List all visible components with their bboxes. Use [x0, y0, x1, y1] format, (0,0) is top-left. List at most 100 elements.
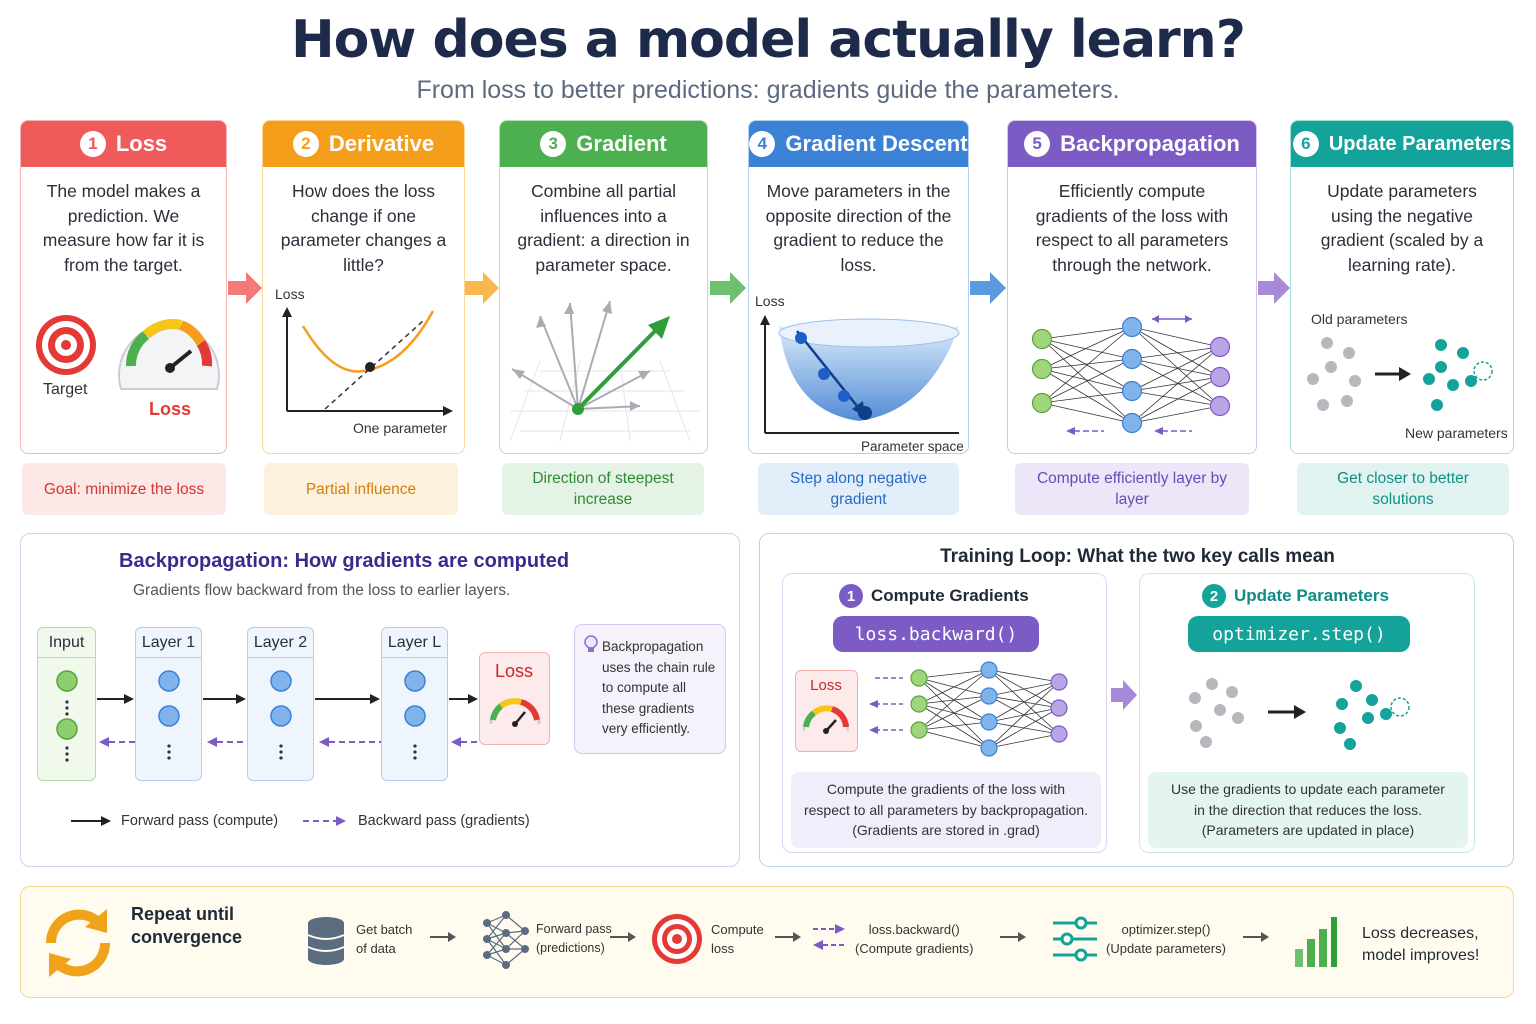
new-parameters-label: New parameters [1405, 425, 1508, 441]
legend-backward-label: Backward pass (gradients) [358, 813, 530, 829]
pill-gradient: Direction of steepest increase [502, 463, 704, 515]
network-node [1050, 725, 1068, 743]
arrow-right-icon [775, 932, 801, 942]
card-loss-header: 1 Loss [21, 121, 226, 167]
optimizer-step-code: optimizer.step() [1188, 616, 1410, 652]
parameter-update-illustration [1189, 678, 1410, 750]
loop-step-update: optimizer.step() (Update parameters) [1106, 920, 1226, 958]
sliders-icon [1053, 916, 1097, 962]
network-node [1209, 366, 1231, 388]
step-line: Forward pass [536, 922, 612, 936]
step-line: of data [356, 941, 396, 956]
step-line: loss.backward() [868, 922, 960, 937]
network-node [910, 669, 928, 687]
network-node [910, 721, 928, 739]
backprop-panel-title: Backpropagation: How gradients are compu… [119, 550, 570, 572]
description-line: in the direction that reduces the loss. [1193, 801, 1422, 818]
network-node [1050, 673, 1068, 691]
loss-gauge-icon [803, 705, 849, 734]
step-line: (predictions) [536, 941, 605, 955]
network-node [1121, 348, 1143, 370]
network-node [1121, 380, 1143, 402]
card-backpropagation: 5 Backpropagation Efficiently compute gr… [1007, 120, 1257, 454]
network-node [980, 713, 998, 731]
update-parameters-box: 2 Update Parameters optimizer.step() Use… [1139, 573, 1475, 853]
step-line: (Update parameters) [1106, 941, 1226, 956]
flow-arrow-right-icon [970, 272, 1006, 304]
description-line: (Parameters are updated in place) [1201, 822, 1415, 839]
flow-arrow-right-icon [465, 272, 499, 304]
layer-label: Layer 1 [136, 628, 201, 658]
card-gradient-descent: 4 Gradient Descent Move parameters in th… [748, 120, 969, 454]
card-gradient: 3 Gradient Combine all partial influence… [499, 120, 708, 454]
card-description: Efficiently compute gradients of the los… [1035, 181, 1229, 275]
network-icon [483, 911, 529, 969]
arrow-right-icon [1243, 932, 1269, 942]
card-title: Gradient Descent [785, 131, 968, 156]
pill-backpropagation: Compute efficiently layer by layer [1015, 463, 1249, 515]
loop-step-backward: loss.backward() (Compute gradients) [855, 920, 974, 958]
card-update-parameters: 6 Update Parameters Update parameters us… [1290, 120, 1514, 454]
description-line: Use the gradients to update each paramet… [1171, 781, 1445, 798]
loss-backward-code: loss.backward() [833, 616, 1039, 652]
step-line: Get batch [356, 922, 413, 937]
compute-gradients-title: Compute Gradients [871, 586, 1029, 605]
pill-derivative: Partial influence [264, 463, 458, 515]
legend-forward-label: Forward pass (compute) [121, 813, 279, 829]
chain-rule-note-text: Backpropagation uses the chain rule to c… [602, 639, 716, 736]
flow-arrow-right-icon [228, 272, 262, 304]
layer-label: Layer 2 [248, 628, 313, 658]
card-derivative-header: 2 Derivative [263, 121, 464, 167]
target-icon [652, 914, 702, 964]
network-node [980, 687, 998, 705]
loss-box: Loss [795, 670, 858, 752]
loss-illustration [36, 315, 220, 390]
network-node [910, 695, 928, 713]
page-subtitle: From loss to better predictions: gradien… [416, 76, 1120, 104]
flow-arrow-right-icon [710, 272, 746, 304]
network-node [1209, 336, 1231, 358]
layer-label: Layer L [382, 628, 447, 658]
step-number: 3 [540, 131, 567, 157]
card-derivative: 2 Derivative How does the loss change if… [262, 120, 465, 454]
loss-gauge-icon [118, 319, 220, 390]
arrow-right-icon [1000, 932, 1026, 942]
card-description: Move parameters in the opposite directio… [765, 181, 952, 275]
old-parameters-label: Old parameters [1311, 311, 1408, 327]
update-parameters-description: Use the gradients to update each paramet… [1148, 772, 1468, 848]
y-axis-label: Loss [755, 293, 785, 309]
step-line: (Compute gradients) [855, 941, 974, 956]
x-axis-label: One parameter [353, 420, 448, 436]
card-description: Combine all partial influences into a gr… [517, 181, 690, 275]
backprop-panel-subtitle: Gradients flow backward from the loss to… [133, 582, 511, 599]
network-node [1031, 358, 1053, 380]
network-node [1031, 392, 1053, 414]
pill-gradient-descent: Step along negative gradient [758, 463, 959, 515]
input-layer: Input [37, 627, 96, 781]
x-axis-label: Parameter space [861, 439, 964, 454]
loop-result: Loss decreases, model improves! [1362, 925, 1480, 964]
compute-gradients-description: Compute the gradients of the loss with r… [791, 772, 1101, 848]
chain-rule-note: Backpropagation uses the chain rule to c… [574, 624, 726, 754]
layer-2: Layer 2 [247, 627, 314, 781]
parameter-update-illustration [1307, 337, 1493, 411]
pill-update-parameters: Get closer to better solutions [1297, 463, 1509, 515]
page-title: How does a model actually learn? [291, 10, 1246, 70]
flow-arrow-right-icon [1111, 680, 1137, 710]
card-description: The model makes a prediction. We measure… [42, 181, 205, 275]
loss-label: Loss [149, 399, 192, 419]
network-node [1209, 395, 1231, 417]
update-parameters-title: Update Parameters [1234, 586, 1389, 605]
neural-network-backward-illustration [869, 661, 1068, 757]
card-gradient-descent-header: 4 Gradient Descent [749, 121, 968, 167]
refresh-cycle-icon [45, 909, 111, 977]
database-icon [307, 917, 345, 965]
arrow-right-icon [430, 932, 456, 942]
step-line: loss [711, 941, 735, 956]
loop-step-forward: Forward pass (predictions) [536, 920, 612, 958]
step-number: 2 [292, 131, 319, 157]
lightbulb-icon [584, 635, 598, 652]
neural-network-illustration [1031, 315, 1231, 435]
step-number: 2 [1202, 584, 1226, 608]
step-number: 6 [1292, 131, 1319, 157]
